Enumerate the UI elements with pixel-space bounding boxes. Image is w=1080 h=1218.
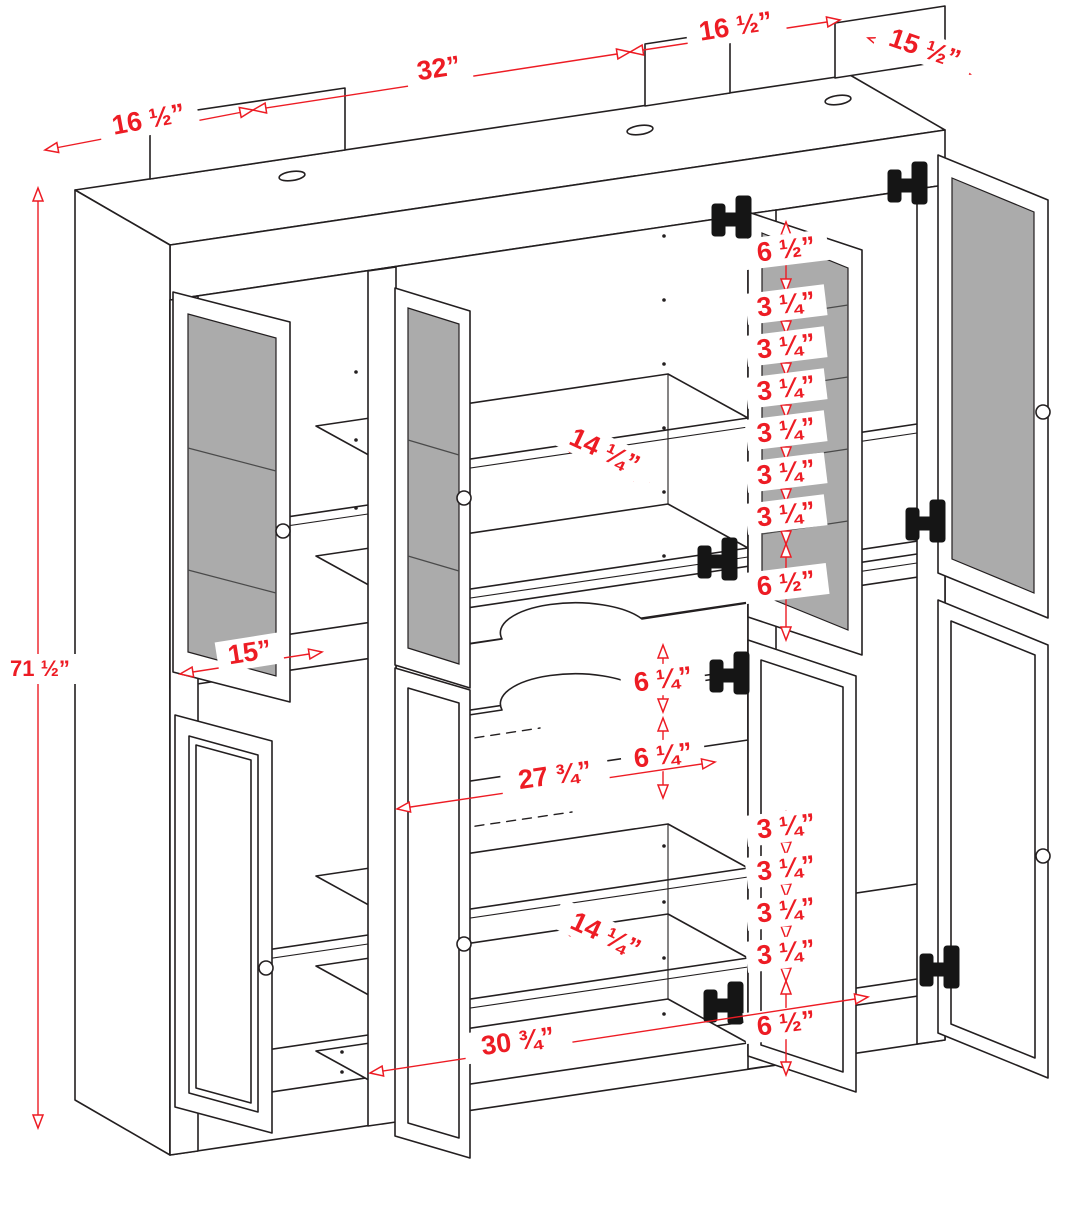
- cable-hole: [824, 94, 852, 106]
- drawer-1: [395, 601, 749, 722]
- door-knob: [1035, 404, 1051, 420]
- cable-hole: [278, 170, 306, 182]
- panel-door-lower-left-1: [174, 714, 274, 1134]
- dim-drawer-width: 27 ¾”: [394, 752, 718, 814]
- door-knob: [258, 960, 274, 976]
- dim-upper-right-spacing: 6 ½” 3 ¼” 3 ¼” 3 ¼” 3 ¼” 3 ¼” 3 ¼” 6 ½”: [742, 219, 830, 643]
- door-knob: [275, 523, 291, 539]
- dim-top-center-width: 32”: [250, 48, 633, 114]
- dim-label: 3 ¼”: [755, 934, 817, 971]
- glass-door-upper-right-outer: [937, 154, 1051, 619]
- dim-label: 32”: [415, 50, 463, 86]
- glass-door-upper-left-2: [394, 287, 472, 689]
- dim-label: 15”: [226, 634, 274, 670]
- door-knob: [456, 490, 472, 506]
- door-knob: [1035, 848, 1051, 864]
- panel-door-lower-right-outer: [937, 599, 1051, 1079]
- dim-label: 3 ¼”: [755, 412, 817, 449]
- dim-label: 3 ¼”: [755, 454, 817, 491]
- dim-label: 6 ¼”: [632, 661, 694, 698]
- dim-left-shelf-width: 15”: [177, 632, 325, 678]
- cable-hole: [626, 124, 654, 136]
- dim-label: 3 ¼”: [755, 850, 817, 887]
- glass-door-upper-left-1: [172, 291, 291, 703]
- dim-label: 3 ¼”: [755, 808, 817, 845]
- dim-label: 16 ½”: [697, 6, 774, 47]
- dim-label: 6 ½”: [755, 231, 817, 268]
- dim-label: 6 ½”: [755, 565, 817, 602]
- dim-label: 3 ¼”: [755, 370, 817, 407]
- door-knob: [456, 936, 472, 952]
- dim-label: 3 ¼”: [755, 496, 817, 533]
- dim-label: 3 ¼”: [755, 286, 817, 323]
- dim-label: 3 ¼”: [755, 328, 817, 365]
- dim-label: 3 ¼”: [755, 892, 817, 929]
- dim-label: 71 ½”: [10, 656, 70, 681]
- cabinet-structure: [74, 5, 1051, 1159]
- panel-door-lower-left-2: [394, 667, 472, 1159]
- dim-overall-height: 71 ½”: [4, 185, 94, 1131]
